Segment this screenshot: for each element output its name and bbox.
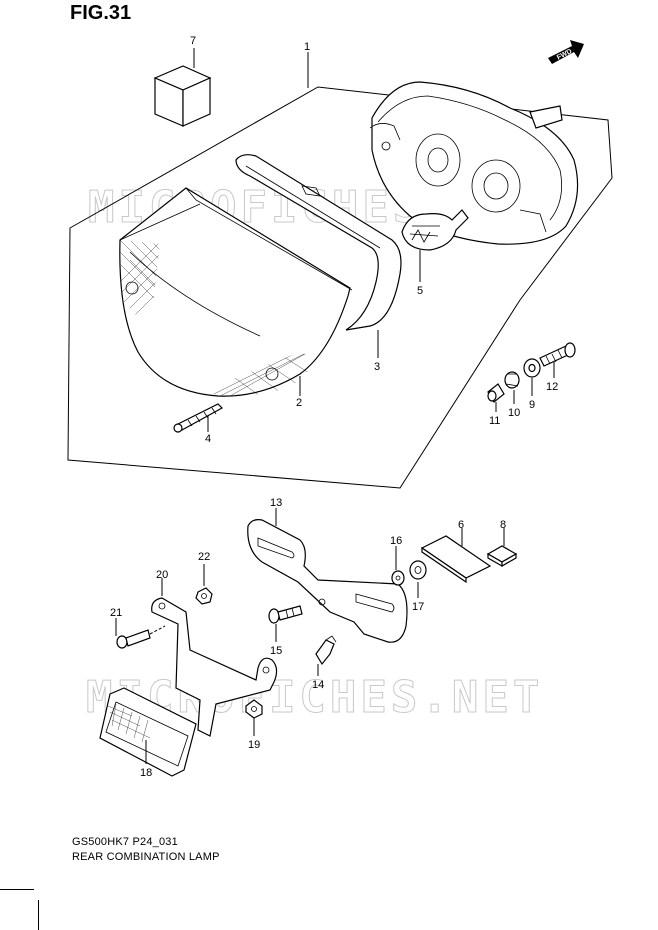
figure-title: FIG.31 xyxy=(70,2,132,24)
part-7-pad xyxy=(153,65,212,127)
part-13-bracket xyxy=(247,519,408,643)
part-15-screw xyxy=(268,605,303,624)
part-9-washer xyxy=(523,358,541,378)
page-edge-rule xyxy=(0,889,34,890)
part-2-lens xyxy=(119,187,353,397)
part-4-screw xyxy=(173,403,223,433)
part-14-fastener xyxy=(315,635,337,666)
part-21-screw xyxy=(116,625,166,649)
callout-20: 20 xyxy=(156,569,168,581)
callout-14: 14 xyxy=(312,679,324,691)
fwd-arrow-icon: FWD xyxy=(548,40,584,64)
callout-6: 6 xyxy=(458,519,464,531)
part-3-gasket xyxy=(235,154,402,331)
callout-13: 13 xyxy=(270,497,282,509)
part-8-pad xyxy=(486,545,518,568)
callout-8: 8 xyxy=(500,519,506,531)
page-edge-mark xyxy=(38,900,39,930)
assembly-box-outline xyxy=(67,86,613,489)
part-17-nut xyxy=(409,560,427,580)
callout-10: 10 xyxy=(508,407,520,419)
part-18-reflector xyxy=(99,687,197,777)
fwd-label: FWD xyxy=(556,48,573,62)
part-6-strip xyxy=(420,535,492,584)
part-20-bracket xyxy=(151,597,278,737)
part-19-nut xyxy=(245,699,263,719)
callout-11: 11 xyxy=(489,415,500,427)
callout-1: 1 xyxy=(304,41,310,53)
callout-19: 19 xyxy=(248,739,260,751)
callout-22: 22 xyxy=(198,551,210,563)
callout-4: 4 xyxy=(205,433,211,445)
callout-16: 16 xyxy=(390,535,402,547)
callout-18: 18 xyxy=(140,767,152,779)
callout-5: 5 xyxy=(417,285,423,297)
part-11-collar xyxy=(487,383,505,403)
part-12-bolt xyxy=(539,342,576,367)
callout-2: 2 xyxy=(296,397,302,409)
part-10-spacer xyxy=(504,371,520,389)
callout-15: 15 xyxy=(270,645,282,657)
leader-lines xyxy=(115,48,555,764)
callout-12: 12 xyxy=(546,381,558,393)
part-5-bulb xyxy=(401,209,469,251)
part-22-nut xyxy=(195,587,213,605)
part-16-washer xyxy=(391,570,405,586)
callout-9: 9 xyxy=(529,399,535,411)
figure-code: GS500HK7 P24_031 xyxy=(72,836,178,848)
callout-3: 3 xyxy=(374,361,380,373)
figure-name: REAR COMBINATION LAMP xyxy=(72,851,220,863)
callout-17: 17 xyxy=(412,601,424,613)
callout-21: 21 xyxy=(110,607,122,619)
callout-7: 7 xyxy=(190,35,196,47)
lamp-housing xyxy=(369,81,579,245)
